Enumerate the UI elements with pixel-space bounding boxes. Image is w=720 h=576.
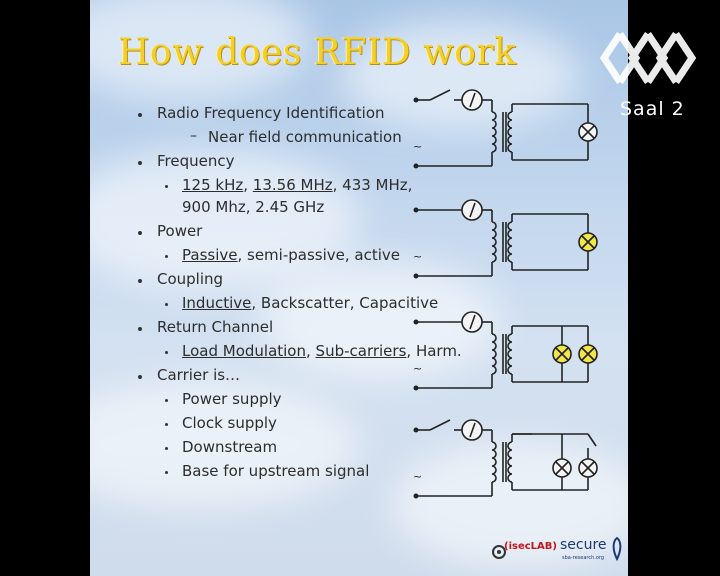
sub-bullet-item: Power supply bbox=[182, 390, 282, 408]
ac-source-symbol: ~ bbox=[413, 470, 422, 483]
bullet-dot bbox=[138, 161, 142, 165]
underlined-term: Load Modulation bbox=[182, 342, 306, 360]
ammeter-needle bbox=[469, 422, 476, 438]
lamp-cross bbox=[581, 235, 595, 249]
sub-bullet-item: 900 Mhz, 2.45 GHz bbox=[182, 198, 324, 216]
underlined-term: Passive bbox=[182, 246, 238, 264]
ammeter-needle bbox=[469, 202, 476, 218]
sub-bullet-text: , 433 MHz, bbox=[332, 176, 413, 194]
lamp-cross bbox=[581, 125, 595, 139]
sub-bullet-text: , semi-passive, active bbox=[237, 246, 400, 264]
underlined-term: Sub-carriers bbox=[315, 342, 407, 360]
secondary-coil bbox=[507, 111, 513, 153]
secure-logo: secure bbox=[560, 537, 607, 553]
cloud-decor bbox=[90, 150, 360, 290]
bullet-dot bbox=[138, 279, 142, 283]
ammeter-needle bbox=[469, 92, 476, 108]
ac-source-symbol: ~ bbox=[413, 362, 422, 375]
primary-coil bbox=[491, 333, 497, 375]
gear-logo-icon bbox=[492, 545, 506, 559]
sub-bullet-text: , bbox=[243, 176, 253, 194]
ac-source-symbol: ~ bbox=[413, 250, 422, 263]
sub-bullet-item: Inductive, Backscatter, Capacitive bbox=[182, 294, 438, 312]
sub-bullet-item: Clock supply bbox=[182, 414, 277, 432]
sub-bullet-dot bbox=[165, 303, 168, 306]
slide-title: How does RFID work bbox=[118, 32, 517, 73]
lamp-cross bbox=[555, 461, 569, 475]
slide: How does RFID work bbox=[90, 0, 628, 576]
sub-bullet-text: Near field communication bbox=[208, 128, 402, 146]
lamp-cross bbox=[581, 347, 595, 361]
sub-bullet-text: , Harm. bbox=[406, 342, 462, 360]
secondary-coil bbox=[507, 441, 513, 483]
secondary-coil bbox=[507, 221, 513, 263]
bullet-dot bbox=[138, 327, 142, 331]
iseclab-logo: (isecLAB) bbox=[504, 541, 557, 552]
sub-bullet-item: 125 kHz, 13.56 MHz, 433 MHz, bbox=[182, 176, 412, 194]
sub-bullet-text: , Backscatter, Capacitive bbox=[251, 294, 439, 312]
sub-bullet-dot bbox=[165, 423, 168, 426]
underlined-term: Inductive bbox=[182, 294, 252, 312]
sub-bullet-dot bbox=[165, 447, 168, 450]
sub-bullet-dot bbox=[165, 399, 168, 402]
bullet-item: Radio Frequency Identification bbox=[157, 104, 385, 122]
ccc-logo-icon bbox=[600, 32, 697, 84]
room-label: Saal 2 bbox=[620, 98, 685, 120]
shield-logo-icon bbox=[612, 537, 622, 561]
sub-bullet-item: Passive, semi-passive, active bbox=[182, 246, 400, 264]
underlined-term: 13.56 MHz bbox=[252, 176, 333, 194]
sub-bullet-item: Base for upstream signal bbox=[182, 462, 369, 480]
sub-bullet-dash: – bbox=[190, 128, 197, 144]
lamp-cross bbox=[555, 347, 569, 361]
sub-bullet-text: 900 Mhz, 2.45 GHz bbox=[182, 198, 325, 216]
bullet-dot bbox=[138, 231, 142, 235]
bullet-item: Coupling bbox=[157, 270, 224, 288]
lamp-cross bbox=[581, 461, 595, 475]
primary-coil bbox=[491, 111, 497, 153]
sub-bullet-text: , bbox=[306, 342, 316, 360]
bullet-item: Power bbox=[157, 222, 203, 240]
sub-bullet-item: Load Modulation, Sub-carriers, Harm. bbox=[182, 342, 462, 360]
underlined-term: 125 kHz bbox=[182, 176, 244, 194]
sub-bullet-dot bbox=[165, 185, 168, 188]
ac-source-symbol: ~ bbox=[413, 140, 422, 153]
sub-bullet-dot bbox=[165, 351, 168, 354]
sub-bullet-dot bbox=[165, 471, 168, 474]
secondary-coil bbox=[507, 333, 513, 375]
sub-bullet-item: Downstream bbox=[182, 438, 277, 456]
sub-bullet-text: Power supply bbox=[182, 390, 282, 408]
switch-blade bbox=[429, 419, 451, 431]
primary-coil bbox=[491, 221, 497, 263]
primary-coil bbox=[491, 441, 497, 483]
secure-logo-sub: sba-research.org bbox=[562, 555, 605, 561]
switch-blade bbox=[587, 433, 597, 447]
bullet-dot bbox=[138, 375, 142, 379]
bullet-item: Frequency bbox=[157, 152, 235, 170]
bullet-item: Carrier is… bbox=[157, 366, 241, 384]
sub-bullet-dot bbox=[165, 255, 168, 258]
switch-blade bbox=[429, 89, 451, 101]
cloud-decor bbox=[340, 20, 580, 130]
cloud-decor bbox=[260, 260, 500, 380]
sub-bullet-text: Clock supply bbox=[182, 414, 277, 432]
bullet-item: Return Channel bbox=[157, 318, 274, 336]
sub-bullet-text: Base for upstream signal bbox=[182, 462, 370, 480]
ammeter-needle bbox=[469, 314, 476, 330]
cloud-decor bbox=[90, 380, 360, 510]
sub-bullet-text: Downstream bbox=[182, 438, 278, 456]
sub-bullet-item: Near field communication bbox=[208, 128, 402, 146]
bullet-dot bbox=[138, 113, 142, 117]
footer-logos: (isecLAB) secure sba-research.org bbox=[492, 533, 624, 569]
